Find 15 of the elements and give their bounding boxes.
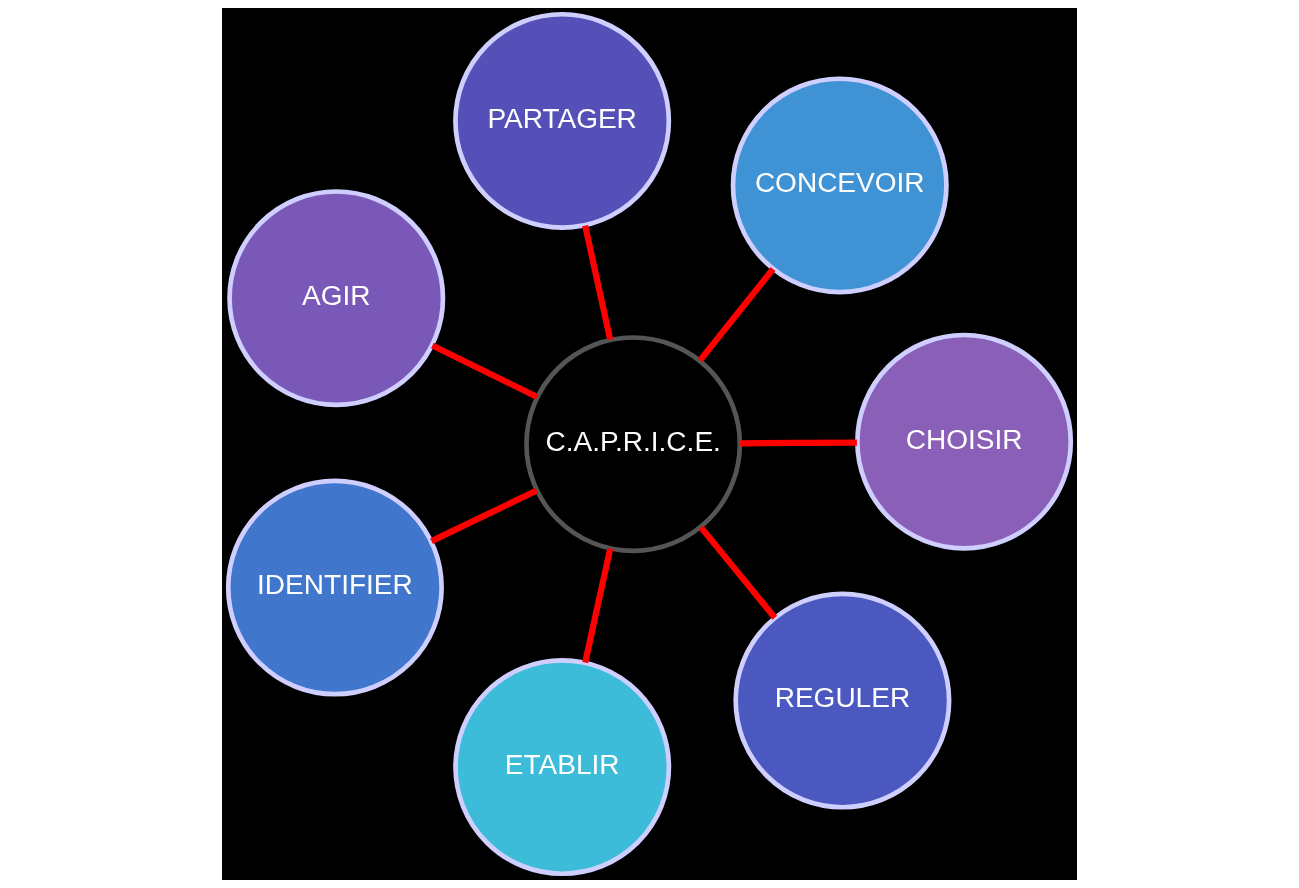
node-circle: AGIR (227, 189, 446, 408)
node-circle: IDENTIFIER (225, 478, 444, 697)
node-circle: ETABLIR (453, 658, 672, 877)
connector (697, 267, 776, 363)
connector (740, 439, 857, 447)
node-circle: CHOISIR (855, 332, 1074, 551)
connector (430, 487, 539, 544)
connector (582, 547, 614, 664)
connector (582, 224, 614, 341)
node-circle: C.A.P.R.I.C.E. (524, 335, 743, 554)
node-circle: CONCEVOIR (730, 76, 949, 295)
node-circle: REGULER (733, 591, 952, 810)
node-circle: PARTAGER (453, 11, 672, 230)
connector (698, 525, 778, 620)
connector (431, 342, 539, 400)
